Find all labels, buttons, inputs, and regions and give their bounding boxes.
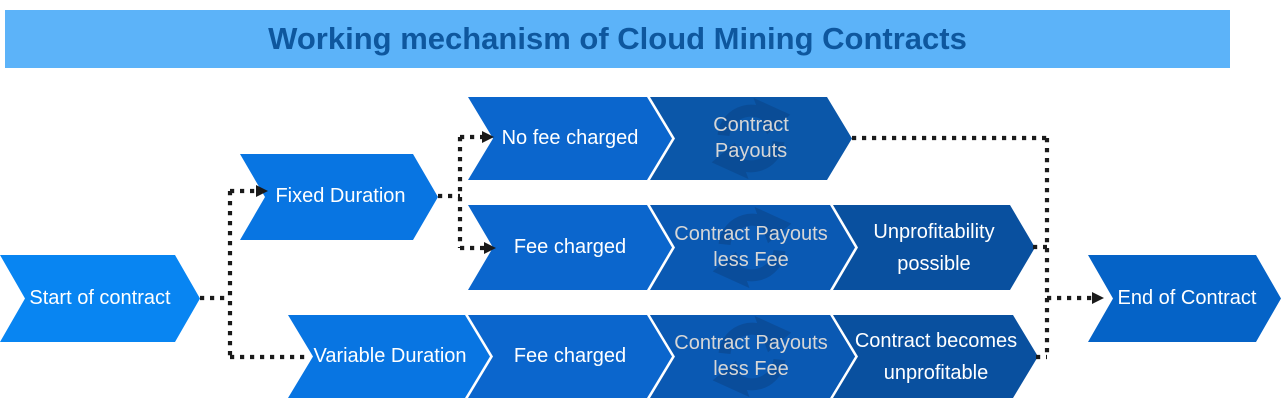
node-label-contract-payouts-less-fee-fixed: Contract Payouts less Fee (674, 222, 828, 271)
chevron-contract-becomes-unprofitable (833, 315, 1038, 398)
chevron-end-of-contract (1088, 255, 1281, 342)
chevron-no-fee-charged (468, 97, 672, 180)
node-label-contract-becomes-unprofitable: Contract becomes unprofitable (854, 329, 1018, 384)
node-label-contract-payouts-less-fee-variable: Contract Payouts less Fee (674, 331, 828, 380)
node-label-fee-charged-variable: Fee charged (513, 344, 627, 367)
diagram-title-bar: Working mechanism of Cloud Mining Contra… (5, 10, 1230, 68)
node-label-fixed-duration: Fixed Duration (275, 185, 406, 208)
arrowhead-end-of-contract (1092, 292, 1104, 304)
node-label-contract-payouts: Contract Payouts (713, 113, 789, 162)
node-label-no-fee-charged: No fee charged (501, 126, 639, 149)
chevron-fixed-duration (240, 154, 438, 240)
node-label-unprofitability-possible: Unprofitability possible (873, 220, 995, 275)
chevron-contract-payouts (650, 97, 852, 180)
chevron-start-of-contract (0, 255, 200, 342)
chevron-unprofitability-possible (833, 205, 1035, 290)
dotted-connectors (200, 134, 1092, 360)
chevron-fee-charged-variable (468, 315, 672, 398)
chevron-variable-duration (288, 315, 490, 398)
arrowhead-fixed-duration (256, 185, 268, 197)
node-label-start-of-contract: Start of contract (29, 286, 171, 309)
chevron-contract-payouts-less-fee-variable-body (650, 315, 855, 398)
chevron-contract-payouts-less-fee-fixed (650, 205, 855, 290)
node-label-end-of-contract: End of Contract (1117, 286, 1257, 309)
connector-arrowheads (256, 131, 1104, 304)
arrowhead-fee-charged (484, 242, 496, 254)
diagram-title: Working mechanism of Cloud Mining Contra… (268, 21, 967, 56)
node-label-variable-duration: Variable Duration (313, 344, 467, 367)
chevron-fee-charged-fixed (468, 205, 672, 290)
node-label-fee-charged-fixed: Fee charged (513, 235, 627, 258)
arrowhead-no-fee (482, 131, 494, 143)
